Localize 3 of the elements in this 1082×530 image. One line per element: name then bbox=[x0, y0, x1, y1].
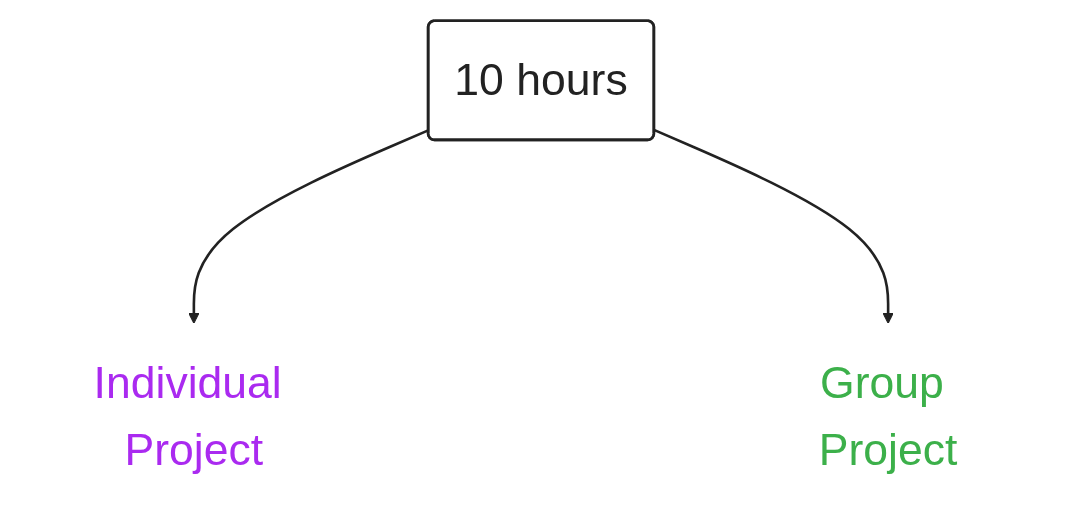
node-text: Individual Project bbox=[93, 357, 282, 474]
node-text: Group Project bbox=[818, 357, 958, 474]
arrow bbox=[654, 128, 894, 324]
